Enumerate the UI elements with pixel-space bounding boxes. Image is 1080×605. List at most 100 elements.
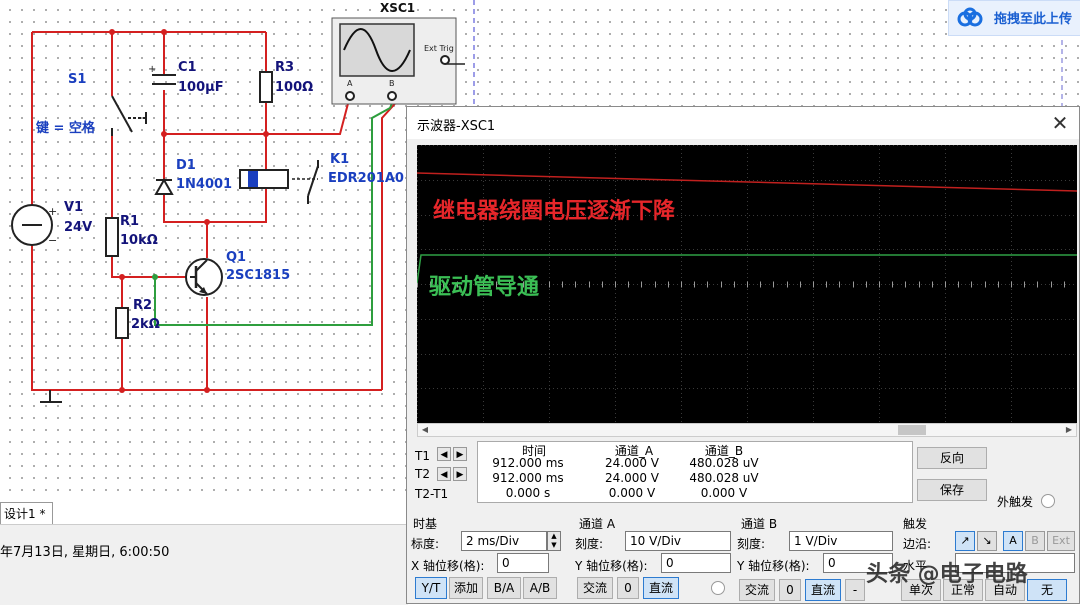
channel-b-ac-button[interactable]: 交流: [739, 579, 775, 601]
readout-header: 时间: [521, 444, 546, 458]
timebase-xpos-label: X 轴位移(格):: [411, 559, 485, 573]
scope-screen[interactable]: 继电器绕圈电压逐渐下降 驱动管导通: [416, 145, 1078, 424]
timebase-xpos-field[interactable]: 0: [497, 553, 549, 573]
reverse-button[interactable]: 反向: [917, 447, 987, 469]
t1-right-arrow-icon[interactable]: ▶: [453, 447, 467, 461]
s1-key-label: 键 = 空格: [36, 121, 95, 136]
ext-trigger-radio[interactable]: [1041, 494, 1055, 508]
readout-cell: 912.000 ms: [492, 471, 564, 485]
xsc1-scope-icon: [331, 17, 465, 105]
t2-right-arrow-icon[interactable]: ▶: [453, 467, 467, 481]
green-wires: [154, 95, 396, 326]
channel-a-title: 通道 A: [579, 517, 616, 531]
falling-edge-icon[interactable]: ↘: [977, 531, 997, 551]
trigger-level-label: 水平: [903, 559, 928, 573]
trigger-ext-button[interactable]: Ext: [1047, 531, 1075, 551]
annotation-green: 驱动管导通: [429, 275, 540, 300]
window-title: 示波器-XSC1: [417, 119, 496, 134]
scroll-right-icon[interactable]: ▶: [1065, 425, 1073, 434]
r2-ref-label: R2: [133, 298, 153, 313]
horizontal-scrollbar[interactable]: ◀ ▶: [417, 423, 1077, 437]
t1-left-arrow-icon[interactable]: ◀: [437, 447, 451, 461]
save-button[interactable]: 保存: [917, 479, 987, 501]
v1-ref-label: V1: [64, 200, 84, 215]
rising-edge-icon[interactable]: ↗: [955, 531, 975, 551]
auto-button[interactable]: 自动: [985, 579, 1025, 601]
t2-left-arrow-icon[interactable]: ◀: [437, 467, 451, 481]
channel-a-zero-button[interactable]: 0: [617, 577, 639, 599]
scope-ch-a-label: A: [347, 79, 353, 88]
svg-text:+: +: [148, 64, 156, 75]
d1-value-label: 1N4001: [176, 177, 233, 192]
readout-cell: 0.000 V: [608, 486, 656, 500]
status-bar: [0, 524, 408, 605]
scrollbar-thumb[interactable]: [898, 425, 926, 435]
channel-a-scale-label: 刻度:: [575, 537, 604, 551]
channel-b-scale-label: 刻度:: [737, 537, 766, 551]
channel-a-scale-field[interactable]: 10 V/Div: [625, 531, 731, 551]
trigger-b-button[interactable]: B: [1025, 531, 1045, 551]
timebase-title: 时基: [413, 517, 438, 531]
scope-grid: [416, 145, 1078, 424]
readout-header: 通道_A: [614, 444, 654, 458]
trigger-level-field[interactable]: [955, 553, 1075, 573]
cursor-t2-label: T2: [415, 467, 430, 481]
k1-relay-symbol: [239, 160, 319, 204]
timebase-scale-field[interactable]: 2 ms/Div: [461, 531, 547, 551]
watermark: 头条 @电子电路: [866, 562, 1028, 587]
v1-source-symbol: + −: [11, 204, 57, 247]
none-button[interactable]: 无: [1027, 579, 1067, 601]
cursor-readout-table: 时间 通道_A 通道_B 912.000 ms 24.000 V 480.028…: [477, 441, 913, 503]
trigger-a-button[interactable]: A: [1003, 531, 1023, 551]
c1-capacitor-symbol: +: [148, 64, 176, 85]
ground-symbol: [40, 390, 62, 403]
scope-ch-b-label: B: [389, 79, 395, 88]
cursor-diff-label: T2-T1: [415, 487, 449, 501]
readout-cell: 480.028 uV: [689, 456, 759, 470]
close-button[interactable]: ✕: [1051, 111, 1069, 135]
yt-button[interactable]: Y/T: [415, 577, 447, 599]
trigger-title: 触发: [903, 517, 928, 531]
s1-ref-label: S1: [68, 72, 87, 87]
channel-a-trace: [416, 172, 1078, 192]
channel-a-radio[interactable]: [711, 581, 725, 595]
r1-ref-label: R1: [120, 214, 140, 229]
channel-a-ac-button[interactable]: 交流: [577, 577, 613, 599]
channel-b-ypos-label: Y 轴位移(格):: [737, 559, 810, 573]
ba-button[interactable]: B/A: [487, 577, 521, 599]
r2-resistor-symbol: [115, 307, 129, 339]
svg-text:+: +: [48, 205, 57, 218]
annotation-red: 继电器绕圈电压逐渐下降: [433, 199, 676, 224]
oscilloscope-window: 示波器-XSC1 ✕ 继电器绕圈电压逐渐下降 驱动管导通 ◀ ▶ T1 ◀ ▶ …: [406, 106, 1080, 604]
channel-b-scale-field[interactable]: 1 V/Div: [789, 531, 893, 551]
channel-b-title: 通道 B: [741, 517, 778, 531]
channel-a-dc-button[interactable]: 直流: [643, 577, 679, 599]
design-tab[interactable]: 设计1 *: [0, 502, 53, 525]
readout-cell: 0.000 V: [700, 486, 748, 500]
channel-a-ypos-field[interactable]: 0: [661, 553, 731, 573]
window-titlebar[interactable]: 示波器-XSC1 ✕: [407, 107, 1079, 139]
q1-ref-label: Q1: [226, 250, 247, 265]
schematic-wires: + − +: [11, 0, 1063, 403]
readout-header: 通道_B: [704, 444, 744, 458]
readout-cell: 24.000 V: [604, 471, 659, 485]
channel-b-minus-button[interactable]: -: [845, 579, 865, 601]
add-button[interactable]: 添加: [449, 577, 483, 599]
k1-value-label: EDR201A0: [328, 171, 404, 186]
r1-value-label: 10kΩ: [120, 233, 158, 248]
timebase-spinner-icon[interactable]: ▲▼: [547, 531, 561, 551]
channel-b-dc-button[interactable]: 直流: [805, 579, 841, 601]
upload-badge[interactable]: [948, 0, 1080, 36]
junction-dots: [109, 29, 269, 393]
r2-value-label: 2kΩ: [131, 317, 160, 332]
channel-a-ypos-label: Y 轴位移(格):: [575, 559, 648, 573]
upload-badge-label: 拖拽至此上传: [994, 12, 1073, 27]
scroll-left-icon[interactable]: ◀: [421, 425, 429, 434]
normal-button[interactable]: 正常: [943, 579, 983, 601]
cursor-t1-label: T1: [415, 449, 430, 463]
single-button[interactable]: 单次: [901, 579, 941, 601]
ab-button[interactable]: A/B: [523, 577, 557, 599]
r3-value-label: 100Ω: [275, 80, 314, 95]
channel-b-zero-button[interactable]: 0: [779, 579, 801, 601]
channel-b-ypos-field[interactable]: 0: [823, 553, 893, 573]
